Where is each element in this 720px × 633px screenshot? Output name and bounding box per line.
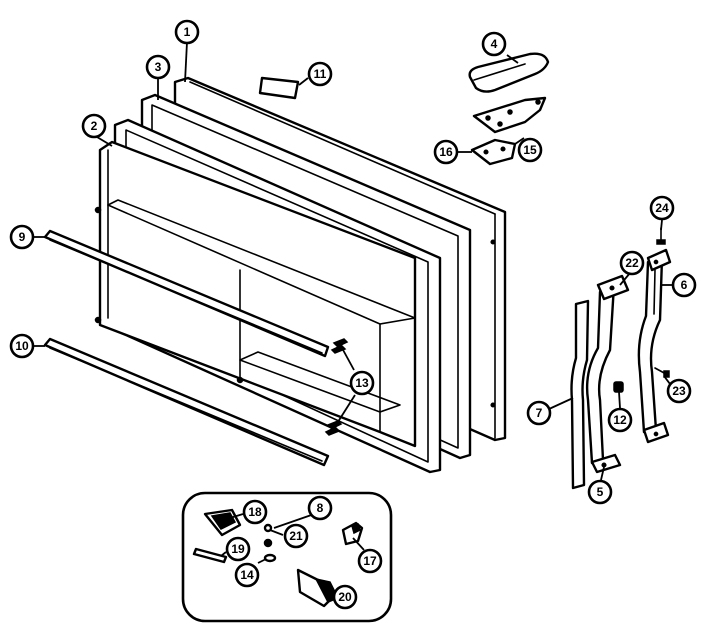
callout-9: 9 <box>9 224 35 250</box>
callout-3-label: 3 <box>155 60 162 74</box>
callout-2: 2 <box>81 113 107 139</box>
callout-7-label: 7 <box>536 406 543 420</box>
callout-23: 23 <box>666 378 692 404</box>
hinge-cover <box>468 52 550 93</box>
callout-22-label: 22 <box>625 256 639 270</box>
middle-handle-bracket <box>585 274 630 474</box>
upper-shelf-bar <box>43 229 330 358</box>
callout-8: 8 <box>307 495 333 521</box>
callout-13: 13 <box>349 370 375 396</box>
callout-10-label: 10 <box>15 339 29 353</box>
callout-3: 3 <box>145 54 171 80</box>
callout-5-label: 5 <box>597 485 604 499</box>
callout-19-label: 19 <box>231 542 245 556</box>
callout-12: 12 <box>607 407 633 433</box>
hinge <box>472 96 547 134</box>
callout-16: 16 <box>433 139 459 165</box>
callout-23-label: 23 <box>672 384 686 398</box>
callout-1: 1 <box>174 19 200 45</box>
callout-1-label: 1 <box>184 25 191 39</box>
lower-shelf-bar <box>43 337 330 467</box>
inset-washer-21 <box>263 523 273 533</box>
screw-23 <box>654 367 670 378</box>
callout-7: 7 <box>526 400 552 426</box>
callout-4-label: 4 <box>491 37 498 51</box>
callout-14-label: 14 <box>240 568 254 582</box>
right-handle-bracket <box>637 248 672 444</box>
shelf-clips <box>324 338 349 436</box>
callout-18: 18 <box>242 499 268 525</box>
callout-9-label: 9 <box>19 230 26 244</box>
hinge-shim <box>470 138 517 166</box>
callout-21: 21 <box>283 523 309 549</box>
callout-11: 11 <box>307 61 333 87</box>
callout-19: 19 <box>225 536 251 562</box>
callout-8-label: 8 <box>317 501 324 515</box>
callout-14: 14 <box>234 562 260 588</box>
callout-21-label: 21 <box>289 529 303 543</box>
callout-2-label: 2 <box>91 119 98 133</box>
inset-washer-14 <box>263 553 277 563</box>
screw-24 <box>656 227 666 245</box>
callout-24-label: 24 <box>655 201 669 215</box>
callout-22: 22 <box>619 250 645 276</box>
callout-4: 4 <box>481 31 507 57</box>
callout-13-label: 13 <box>355 376 369 390</box>
door-liner-shelves <box>94 140 417 448</box>
callout-17-label: 17 <box>363 554 377 568</box>
callout-20-label: 20 <box>338 590 352 604</box>
callout-18-label: 18 <box>248 505 262 519</box>
callout-16-label: 16 <box>439 145 453 159</box>
callout-12-label: 12 <box>613 413 627 427</box>
callout-17: 17 <box>357 548 383 574</box>
callout-20: 20 <box>332 584 358 610</box>
callout-11-label: 11 <box>314 67 327 81</box>
callout-15-label: 15 <box>523 143 537 157</box>
callout-10: 10 <box>9 333 35 359</box>
callout-6-label: 6 <box>681 278 688 292</box>
callout-6: 6 <box>671 272 697 298</box>
inset-strip-19 <box>192 547 228 564</box>
callout-15: 15 <box>517 137 543 163</box>
plug <box>613 381 624 393</box>
callout-24: 24 <box>649 195 675 221</box>
door-label <box>258 76 300 100</box>
callout-5: 5 <box>587 479 613 505</box>
left-handle-strip <box>570 299 590 490</box>
